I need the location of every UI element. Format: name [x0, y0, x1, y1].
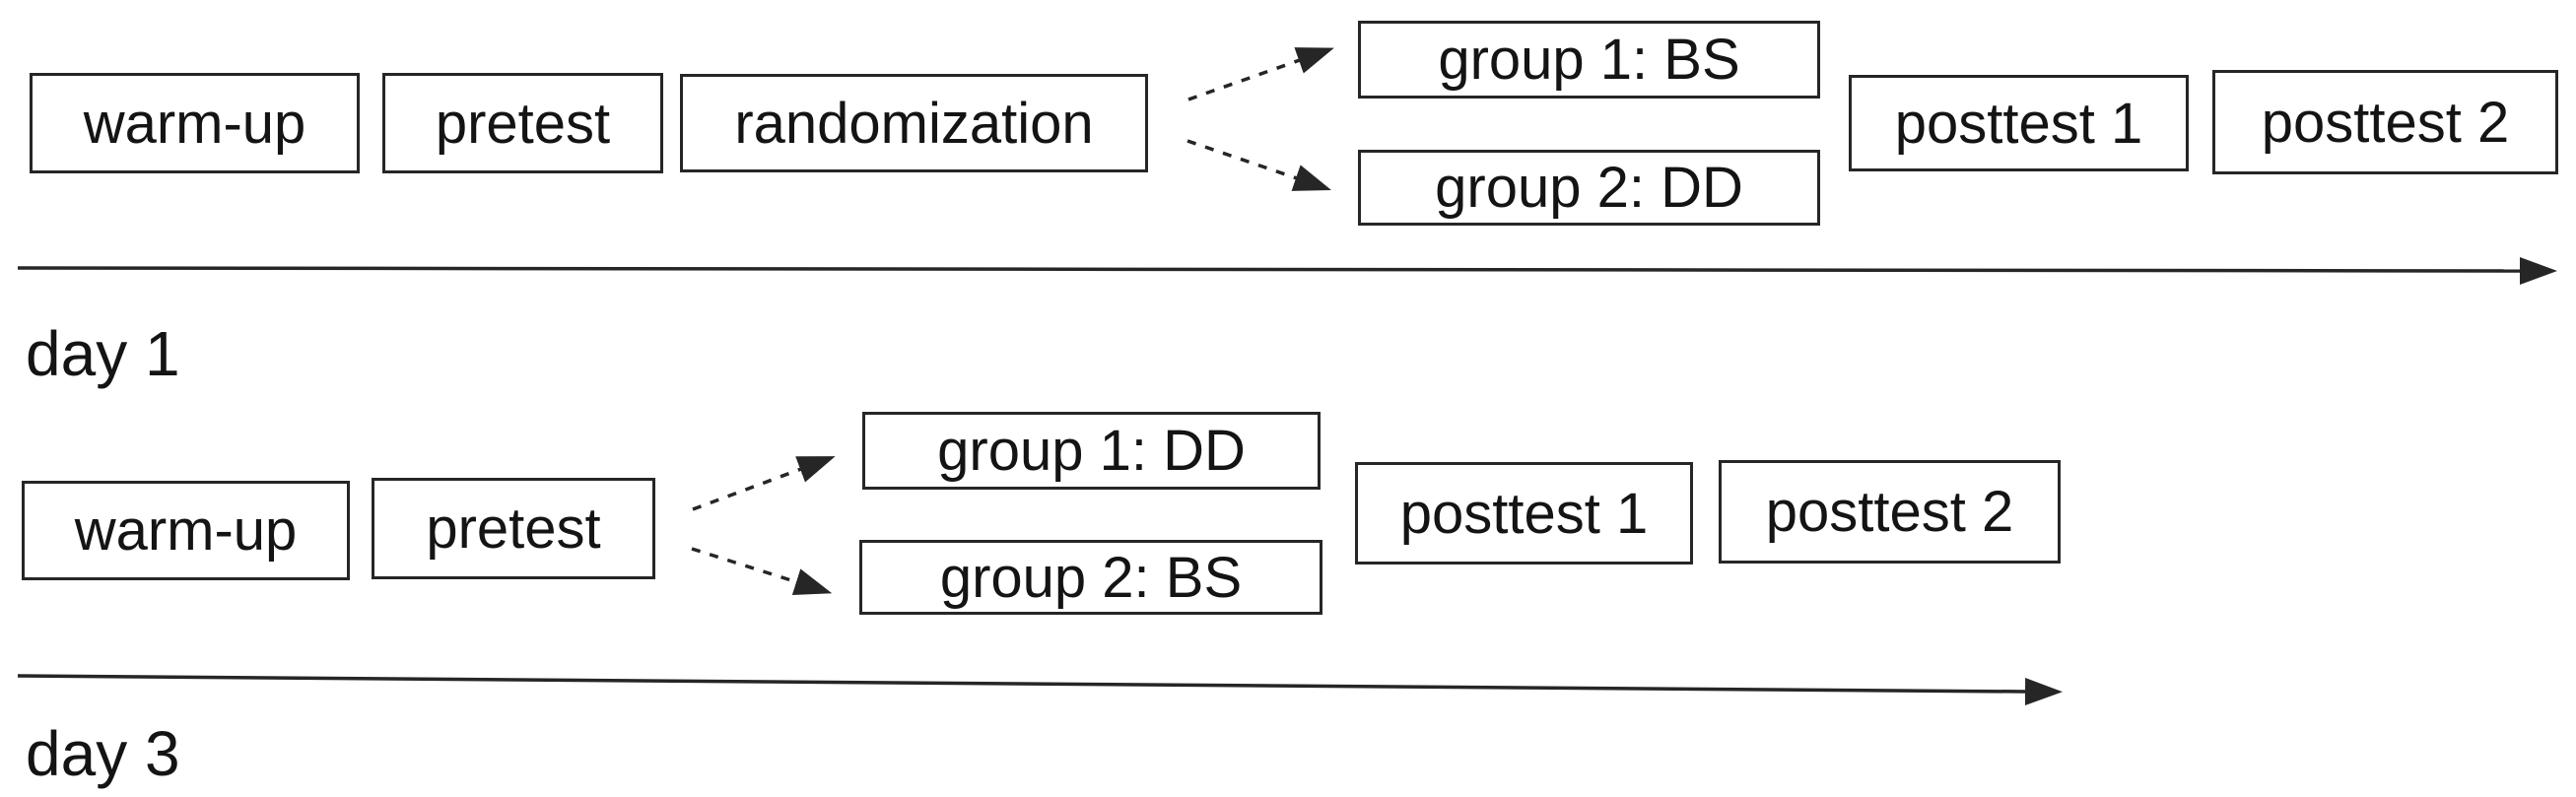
day1-label: day 1: [26, 318, 180, 389]
branch-arrow-day3-group1: [692, 456, 836, 511]
branch-arrow-day3-group2: [691, 547, 833, 596]
box-day1-group1-bs: group 1: BS: [1358, 21, 1820, 99]
box-day3-group1-dd: group 1: DD: [862, 412, 1321, 490]
timeline-arrow-day1: [17, 256, 2557, 285]
box-day3-posttest2: posttest 2: [1719, 460, 2061, 564]
box-day1-posttest2: posttest 2: [2212, 70, 2558, 174]
box-day1-pretest: pretest: [382, 73, 663, 173]
day3-label: day 3: [26, 718, 180, 789]
box-day3-group2-bs: group 2: BS: [859, 540, 1322, 615]
box-day1-warmup: warm-up: [30, 73, 360, 173]
branch-arrow-day1-group1: [1187, 47, 1334, 101]
timeline-arrow-day3: [17, 674, 2063, 705]
box-day1-group2-dd: group 2: DD: [1358, 150, 1820, 226]
box-day3-pretest: pretest: [372, 478, 655, 579]
box-day1-posttest1: posttest 1: [1849, 75, 2189, 171]
box-day3-posttest1: posttest 1: [1355, 462, 1693, 565]
box-day3-warmup: warm-up: [22, 481, 350, 580]
branch-arrow-day1-group2: [1186, 139, 1332, 191]
box-day1-randomization: randomization: [680, 74, 1148, 172]
